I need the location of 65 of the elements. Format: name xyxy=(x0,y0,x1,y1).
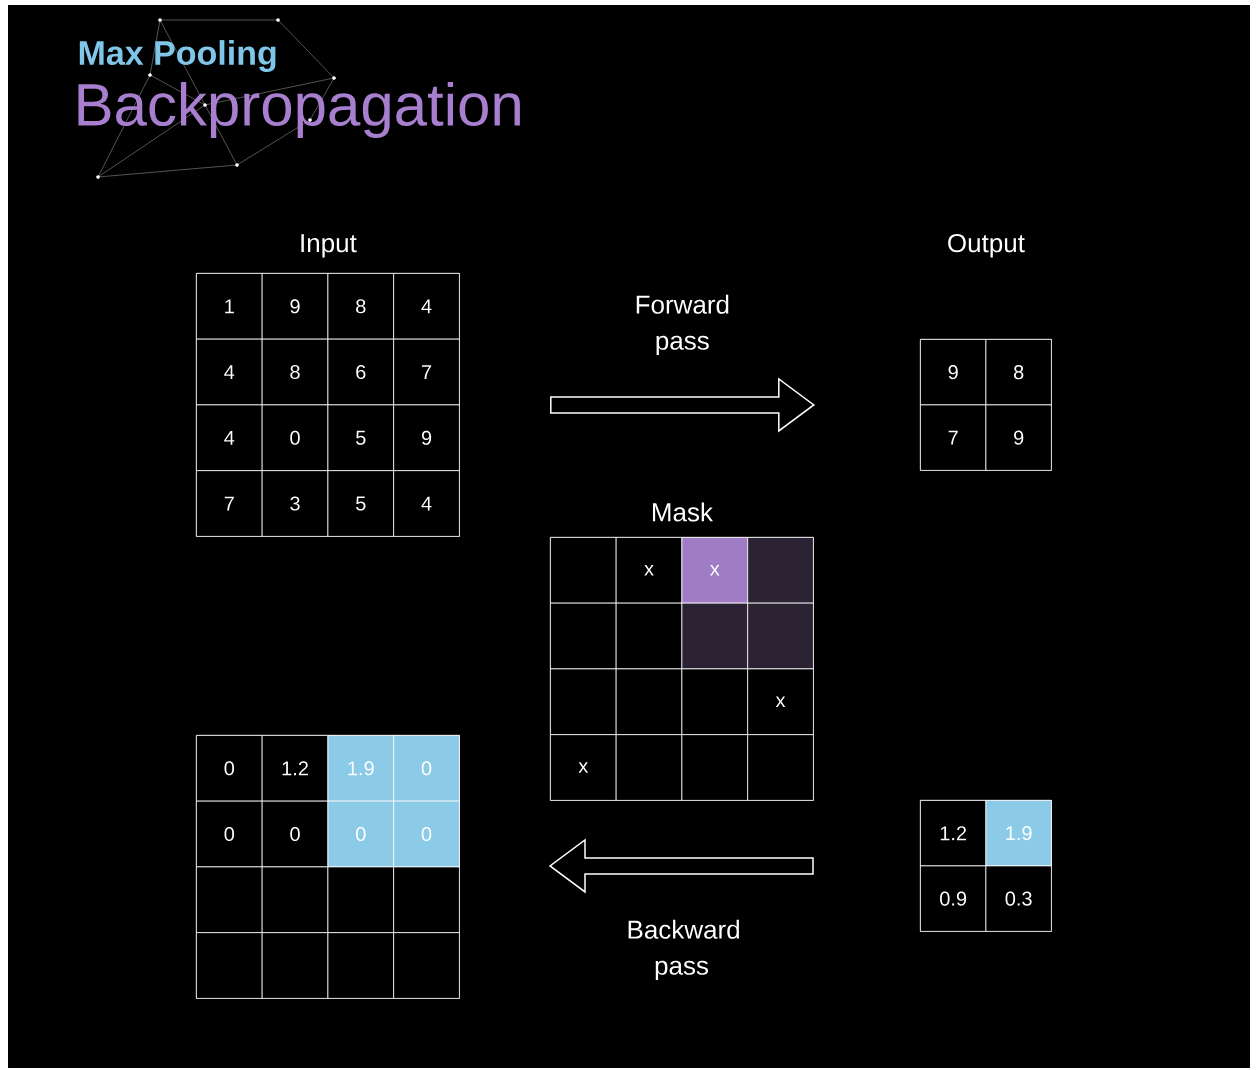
grid-cell: 4 xyxy=(393,273,460,340)
grid-cell: 1.2 xyxy=(261,735,329,802)
grid-cell: 0 xyxy=(393,735,460,802)
grid-cell: 0 xyxy=(327,800,395,868)
node-label: Mask xyxy=(652,502,713,522)
grid-cell xyxy=(393,866,460,934)
label: Backpropagation xyxy=(78,82,520,138)
grid-cell: 6 xyxy=(327,338,395,406)
grid-cell xyxy=(615,602,683,670)
grid-cell: 1.9 xyxy=(985,800,1052,867)
grid-cell: 4 xyxy=(196,404,263,472)
grid-cell: 4 xyxy=(196,338,263,406)
grid-cell: x xyxy=(681,537,749,604)
grid-cell xyxy=(747,537,814,604)
block-arrow xyxy=(550,377,816,433)
grid-cell xyxy=(550,668,617,736)
grid-cell xyxy=(393,932,460,999)
block-arrow xyxy=(548,838,814,894)
grid-cell: 8 xyxy=(261,338,329,406)
grid-cell: 4 xyxy=(393,470,460,537)
edge-label: Forward pass xyxy=(636,294,729,355)
grid-cell xyxy=(327,932,395,999)
grid-cell: x xyxy=(615,537,683,604)
grid-cell xyxy=(196,866,263,934)
grid-cell: 0 xyxy=(196,800,263,868)
grid-cell xyxy=(615,668,683,736)
grid-cell: x xyxy=(747,668,814,736)
grid-cell: 9 xyxy=(985,404,1052,471)
grid-cell: 1.2 xyxy=(920,800,987,867)
grid-cell xyxy=(681,668,749,736)
grid-cell: 9 xyxy=(393,404,460,472)
grid-cell xyxy=(747,734,814,801)
grid-cell: x xyxy=(550,734,617,801)
grid-cell xyxy=(747,602,814,670)
grid-cell xyxy=(261,932,329,999)
grid-cell xyxy=(681,734,749,801)
grid-cell: 5 xyxy=(327,470,395,537)
grid-cell: 0 xyxy=(261,800,329,868)
edge-label: Backward pass xyxy=(628,919,739,980)
grid-cell: 9 xyxy=(920,339,987,406)
grid-cell: 0.9 xyxy=(920,865,987,932)
grid-cell: 1 xyxy=(196,273,263,340)
grid-cell xyxy=(327,866,395,934)
grid-cell: 0 xyxy=(393,800,460,868)
grid-cell: 1.9 xyxy=(327,735,395,802)
grid-cell: 5 xyxy=(327,404,395,472)
grid-cell xyxy=(681,602,749,670)
grid-cell: 7 xyxy=(920,404,987,471)
grid-cell: 0 xyxy=(261,404,329,472)
grid-cell: 9 xyxy=(261,273,329,340)
grid-cell: 8 xyxy=(327,273,395,340)
diagram-title: Max Pooling xyxy=(79,40,276,72)
grid-cell xyxy=(196,932,263,999)
grid-cell: 7 xyxy=(196,470,263,537)
grid-cell xyxy=(550,602,617,670)
grid-cell xyxy=(261,866,329,934)
node-label: Input xyxy=(301,234,357,258)
node-label: Output xyxy=(948,233,1025,258)
grid-cell: 3 xyxy=(261,470,329,537)
grid-cell: 0.3 xyxy=(985,865,1052,932)
grid-cell xyxy=(550,537,617,604)
grid-cell xyxy=(615,734,683,801)
grid-cell: 7 xyxy=(393,338,460,406)
grid-cell: 0 xyxy=(196,735,263,802)
grid-cell: 8 xyxy=(985,339,1052,406)
